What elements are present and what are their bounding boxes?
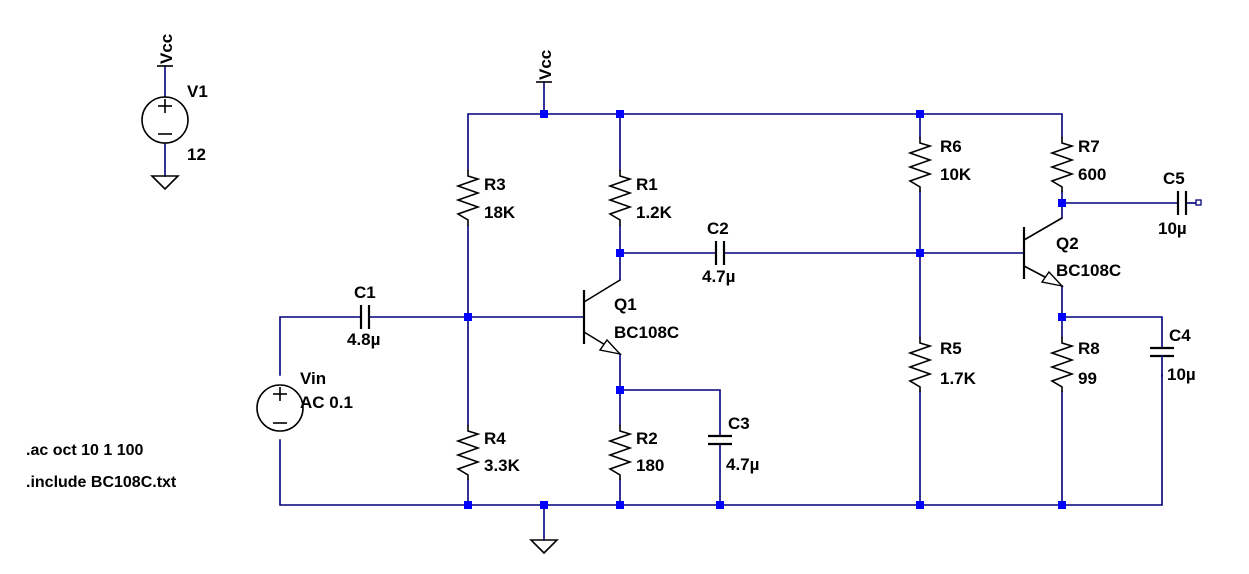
r7-name: R7	[1078, 137, 1100, 156]
vin-name: Vin	[300, 369, 326, 388]
r2-value: 180	[636, 456, 664, 475]
capacitor-c3[interactable]: C3 4.7µ	[708, 414, 759, 474]
q2-name: Q2	[1056, 234, 1079, 253]
r3-name: R3	[484, 175, 506, 194]
q2-value: BC108C	[1056, 261, 1121, 280]
r1-value: 1.2K	[636, 203, 673, 222]
wire-bottom-rail	[279, 374, 1163, 506]
r5-value: 1.7K	[940, 369, 977, 388]
resistor-r3[interactable]: R3 18K	[455, 170, 516, 226]
r3-value: 18K	[484, 203, 516, 222]
c3-value: 4.7µ	[726, 455, 759, 474]
r6-name: R6	[940, 137, 962, 156]
c5-value: 10µ	[1158, 219, 1187, 238]
resistor-r5[interactable]: R5 1.7K	[907, 337, 977, 392]
r4-name: R4	[484, 429, 506, 448]
resistor-r8[interactable]: R8 99	[1049, 337, 1100, 392]
wires	[164, 65, 1197, 541]
v1-name: V1	[187, 82, 208, 101]
resistor-r7[interactable]: R7 600	[1049, 137, 1106, 192]
directive-include[interactable]: .include BC108C.txt	[26, 474, 177, 491]
voltage-source-v1[interactable]: V1 12	[141, 82, 208, 164]
wire-top-rail	[467, 113, 1063, 171]
r8-name: R8	[1078, 339, 1100, 358]
transistor-q2[interactable]: Q2 BC108C	[1022, 217, 1121, 288]
c2-value: 4.7µ	[702, 267, 735, 286]
vcc-label-main: Vcc	[536, 50, 555, 80]
ground-main	[529, 539, 559, 555]
c2-name: C2	[707, 219, 729, 238]
r6-value: 10K	[940, 165, 972, 184]
capacitor-c2[interactable]: C2 4.7µ	[702, 219, 735, 286]
r4-value: 3.3K	[484, 456, 521, 475]
vcc-label-v1: Vcc	[157, 34, 176, 64]
transistor-q1[interactable]: Q1 BC108C	[582, 279, 679, 356]
c4-name: C4	[1169, 326, 1191, 345]
r8-value: 99	[1078, 369, 1097, 388]
r2-name: R2	[636, 429, 658, 448]
r5-name: R5	[940, 339, 962, 358]
junction-dots	[464, 110, 1066, 509]
r7-value: 600	[1078, 165, 1106, 184]
q1-value: BC108C	[614, 323, 679, 342]
vcc-flag-main: Vcc	[536, 50, 555, 83]
vin-value: AC 0.1	[300, 393, 353, 412]
voltage-source-vin[interactable]: Vin AC 0.1	[256, 369, 353, 432]
vcc-flag-v1: Vcc	[157, 34, 176, 67]
resistor-r6[interactable]: R6 10K	[907, 137, 972, 192]
directive-ac[interactable]: .ac oct 10 1 100	[26, 442, 144, 459]
wire-vin-c1	[279, 316, 362, 376]
output-terminal[interactable]	[1195, 199, 1202, 206]
capacitor-c1[interactable]: C1 4.8µ	[347, 283, 380, 349]
c1-name: C1	[354, 283, 376, 302]
c1-value: 4.8µ	[347, 330, 380, 349]
q1-name: Q1	[614, 295, 637, 314]
resistor-r2[interactable]: R2 180	[607, 425, 664, 480]
v1-value: 12	[187, 145, 206, 164]
ground-v1	[150, 175, 180, 191]
c5-name: C5	[1163, 169, 1185, 188]
resistor-r4[interactable]: R4 3.3K	[455, 425, 521, 480]
capacitor-c5[interactable]: C5 10µ	[1158, 169, 1202, 238]
c4-value: 10µ	[1167, 365, 1196, 384]
c3-name: C3	[728, 414, 750, 433]
wire-emitter-c4	[1061, 316, 1163, 349]
resistor-r1[interactable]: R1 1.2K	[607, 170, 673, 226]
r1-name: R1	[636, 175, 658, 194]
capacitor-c4[interactable]: C4 10µ	[1150, 326, 1196, 384]
wire-emitter-c3	[619, 389, 721, 437]
